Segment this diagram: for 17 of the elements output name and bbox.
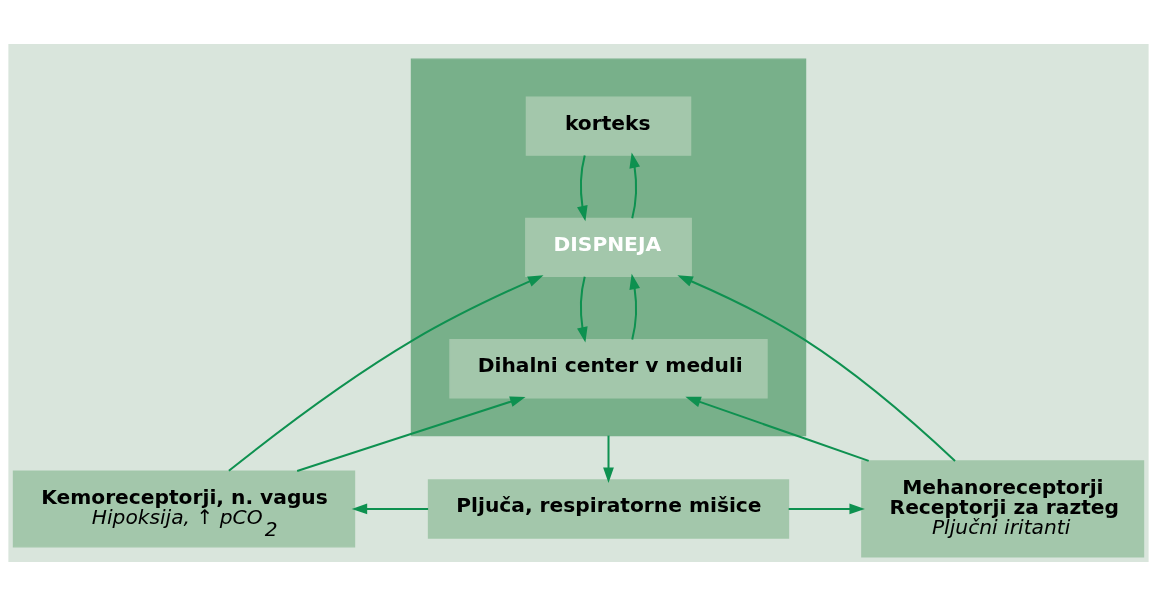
cluster xyxy=(410,58,807,436)
node-box: korteks xyxy=(525,95,692,156)
arrow xyxy=(603,435,614,483)
node-box: DISPNEJA xyxy=(525,217,692,277)
arrow xyxy=(788,503,865,514)
arrow xyxy=(685,396,870,462)
arrow xyxy=(577,154,588,221)
arrow xyxy=(677,274,956,462)
arrow xyxy=(629,273,641,340)
arrow xyxy=(577,276,588,342)
node-box: Mehanoreceptorji Receptorji za razteg Pljučni iritanti xyxy=(861,459,1145,558)
node-box: Pljuča, respiratorne mišice xyxy=(427,478,790,539)
node-box: Dihalni center v meduli xyxy=(449,338,768,398)
arrow xyxy=(351,503,429,514)
arrow xyxy=(296,396,526,472)
arrow xyxy=(228,274,544,472)
arrow xyxy=(629,152,641,218)
